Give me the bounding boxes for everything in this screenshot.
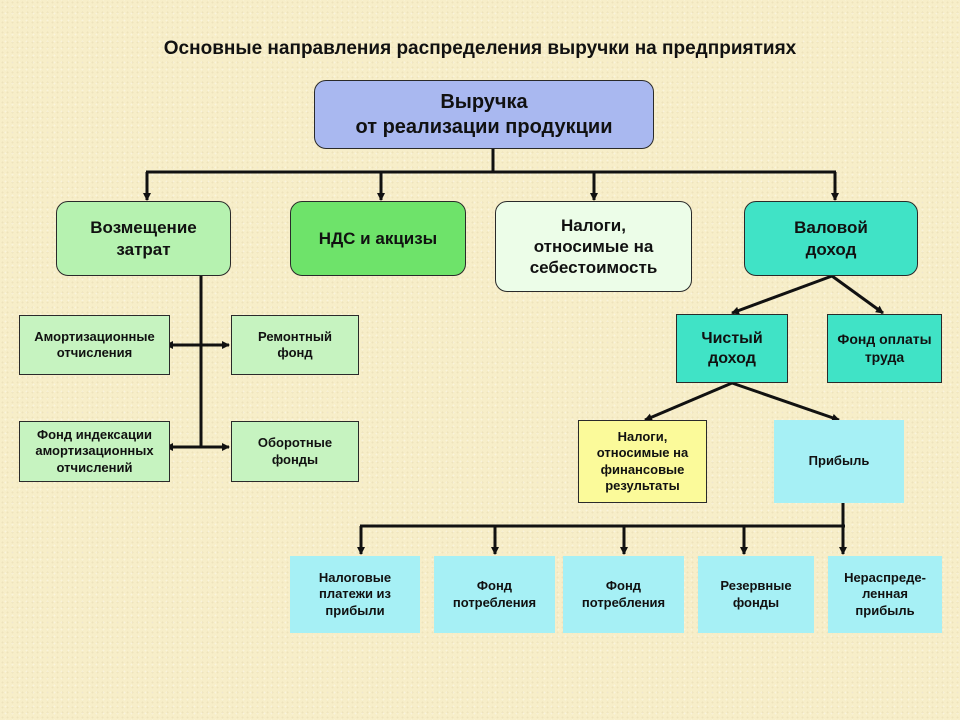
- node-cost-recovery: Возмещение затрат: [56, 201, 231, 276]
- node-net-income: Чистый доход: [676, 314, 788, 383]
- node-reserve-funds: Резервные фонды: [698, 556, 814, 633]
- node-revenue: Выручка от реализации продукции: [314, 80, 654, 149]
- node-indexation-fund: Фонд индексации амортизационных отчислен…: [19, 421, 170, 482]
- node-consumption-fund-1: Фонд потребления: [434, 556, 555, 633]
- node-gross-income: Валовой доход: [744, 201, 918, 276]
- node-taxes-cost: Налоги, относимые на себестоимость: [495, 201, 692, 292]
- node-tax-payments: Налоговые платежи из прибыли: [290, 556, 420, 633]
- arrow-to-profit: [731, 381, 840, 422]
- node-retained-profit: Нераспреде- ленная прибыль: [828, 556, 942, 633]
- node-depreciation: Амортизационные отчисления: [19, 315, 170, 375]
- node-vat-excise: НДС и акцизы: [290, 201, 466, 276]
- arrow-to-payroll-fund: [831, 274, 884, 315]
- node-payroll-fund: Фонд оплаты труда: [827, 314, 942, 383]
- node-consumption-fund-2: Фонд потребления: [563, 556, 684, 633]
- node-taxes-financial: Налоги, относимые на финансовые результа…: [578, 420, 707, 503]
- arrow-to-taxes-financial: [644, 381, 733, 422]
- node-profit: Прибыль: [774, 420, 904, 503]
- node-working-funds: Оборотные фонды: [231, 421, 359, 482]
- arrow-to-net-income: [731, 274, 833, 315]
- page-title: Основные направления распределения выруч…: [163, 38, 797, 59]
- node-repair-fund: Ремонтный фонд: [231, 315, 359, 375]
